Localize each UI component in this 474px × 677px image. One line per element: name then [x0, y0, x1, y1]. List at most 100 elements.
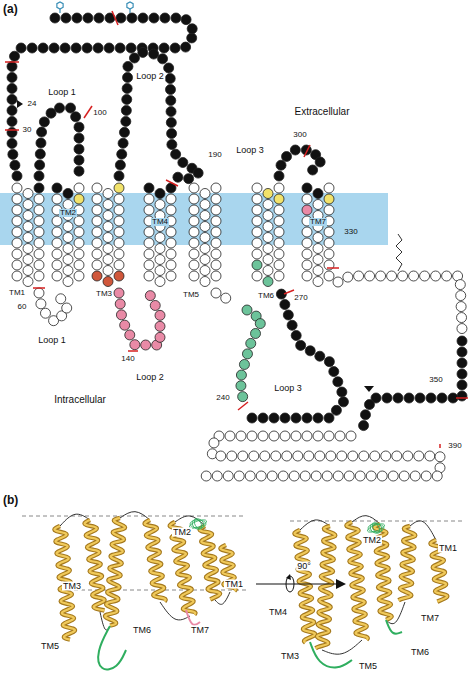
residue-circle [155, 321, 165, 331]
extracellular-loop-1 [34, 103, 84, 181]
residue-circle [333, 377, 343, 387]
residue-circle [36, 299, 46, 309]
residue-circle [221, 293, 231, 303]
residue-circle [302, 194, 312, 204]
residue-circle [308, 165, 318, 175]
residue-circle [426, 393, 436, 403]
residue-circle [282, 152, 292, 162]
residue-circle [144, 227, 154, 237]
membrane-boundary [22, 516, 246, 517]
residue-circle [144, 271, 154, 281]
residue-circle [346, 431, 356, 441]
residue-circle [200, 277, 210, 287]
residue-circle [103, 255, 113, 265]
residue-circle [119, 127, 129, 137]
residue-circle [274, 194, 284, 204]
arrow-head [336, 579, 346, 589]
residue-circle [52, 183, 62, 193]
residue-circle [12, 271, 22, 281]
residue-circle [355, 471, 365, 481]
residue-circle [34, 288, 44, 298]
residue-circle [315, 351, 325, 361]
residue-circle [414, 451, 424, 461]
residue-circle [159, 43, 169, 53]
residue-circle [290, 145, 300, 155]
helix-label: TM2 [172, 528, 192, 537]
numbering-tick [128, 350, 138, 352]
loop-trace [186, 610, 200, 625]
residue-circle [457, 347, 467, 357]
residue-circle [92, 216, 102, 226]
residue-number: 140 [120, 355, 135, 363]
residue-circle [63, 200, 73, 210]
residue-circle [155, 189, 165, 199]
residue-circle [313, 266, 323, 276]
residue-circle [114, 227, 124, 237]
region-label: Intracellular [53, 395, 107, 405]
residue-circle [50, 13, 60, 23]
residue-circle [296, 340, 306, 350]
residue-number: 390 [447, 442, 462, 450]
residue-circle [249, 451, 259, 461]
residue-circle [144, 183, 154, 193]
residue-circle [12, 171, 22, 181]
residue-number: 30 [22, 126, 33, 134]
residue-circle [392, 451, 402, 461]
residue-circle [71, 43, 81, 53]
residue-circle [343, 272, 353, 282]
residue-circle [252, 183, 262, 193]
helix-ribbon-edge [200, 526, 220, 599]
residue-circle [313, 255, 323, 265]
residue-circle [34, 171, 44, 181]
residue-circle [178, 158, 188, 168]
residue-circle [122, 94, 132, 104]
helix-label: TM7 [420, 614, 440, 623]
residue-circle [189, 194, 199, 204]
residue-circle [360, 410, 370, 420]
helix-ribbon [399, 526, 416, 600]
residue-circle [302, 249, 312, 259]
residue-circle [173, 172, 183, 182]
residue-circle [370, 451, 380, 461]
residue-circle [166, 107, 176, 117]
residue-circle [181, 42, 191, 52]
residue-circle [313, 431, 323, 441]
residue-circle [456, 291, 466, 301]
residue-circle [313, 189, 323, 199]
residue-circle [393, 393, 403, 403]
residue-number: 100 [92, 109, 107, 117]
residue-circle [324, 271, 334, 281]
residue-circle [166, 238, 176, 248]
helix-ribbon [105, 518, 125, 626]
residue-circle [34, 216, 44, 226]
residue-circle [123, 61, 133, 71]
residue-circle [200, 266, 210, 276]
residue-circle [457, 324, 467, 334]
residue-circle [302, 227, 312, 237]
residue-circle [55, 103, 65, 113]
residue-circle [144, 194, 154, 204]
residue-circle [313, 200, 323, 210]
residue-circle [155, 277, 165, 287]
residue-circle [246, 338, 256, 348]
residue-circle [223, 471, 233, 481]
residue-circle [456, 302, 466, 312]
residue-circle [171, 149, 181, 159]
residue-circle [324, 238, 334, 248]
residue-circle [193, 168, 203, 178]
residue-circle [35, 149, 45, 159]
residue-circle [211, 238, 221, 248]
residue-circle [138, 47, 148, 57]
residue-circle [158, 54, 168, 64]
residue-circle [291, 431, 301, 441]
residue-circle [103, 200, 113, 210]
residue-circle [289, 471, 299, 481]
residue-circle [127, 13, 137, 23]
density-mesh [368, 521, 383, 536]
residue-circle [252, 205, 262, 215]
palmitoyl-chain [396, 234, 402, 271]
residue-circle [381, 451, 391, 461]
residue-circle [74, 166, 84, 176]
density-mesh [367, 522, 386, 534]
residue-circle [63, 255, 73, 265]
